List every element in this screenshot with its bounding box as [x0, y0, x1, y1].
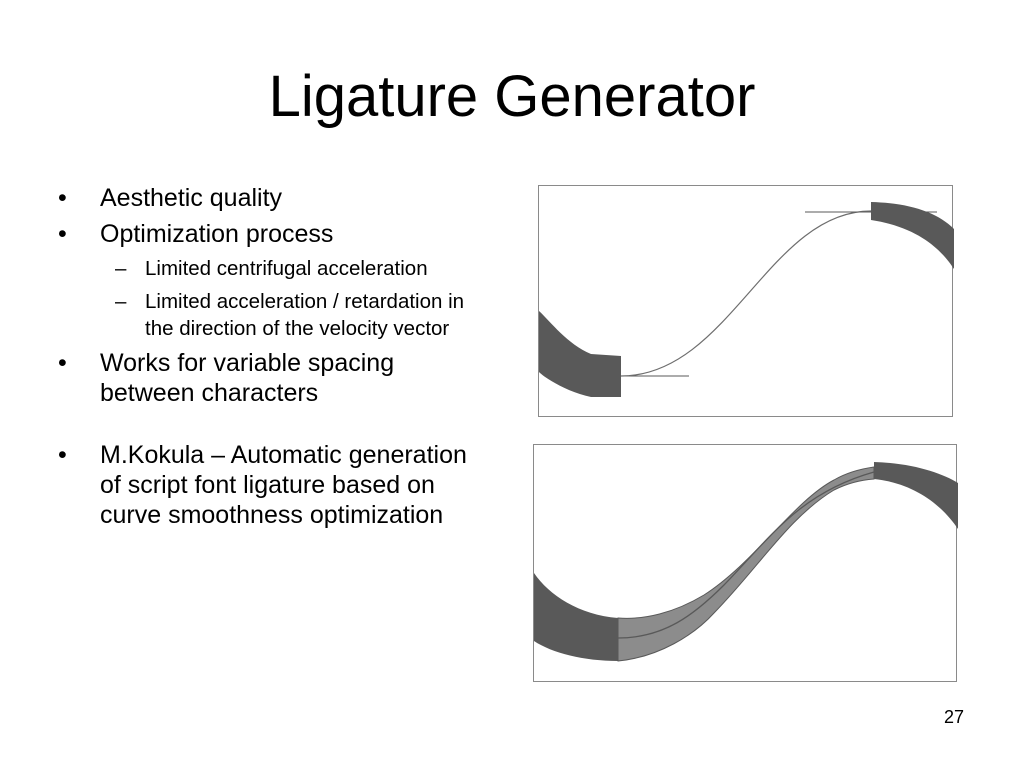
bullet-text: Aesthetic quality: [100, 184, 283, 212]
connecting-curve: [620, 210, 872, 377]
spacer: [58, 414, 488, 440]
bullet-marker: •: [58, 349, 67, 377]
bullet-marker: •: [58, 184, 67, 212]
page-number: 27: [943, 707, 964, 727]
bullet-text: Works for variable spacing between chara…: [100, 349, 395, 407]
sub-bullet-marker: –: [115, 257, 127, 280]
ligature-band-center-line: [617, 471, 875, 639]
sub-bullet-item: – Limited acceleration / retardation in …: [58, 288, 488, 342]
stroke-left-end: [534, 573, 618, 661]
bullet-list: • Aesthetic quality • Optimization proce…: [58, 183, 488, 536]
sub-bullet-text: Limited acceleration / retardation in th…: [145, 290, 465, 340]
ligature-curve-illustration: [539, 202, 954, 397]
bullet-text: M.Kokula – Automatic generation of scrip…: [100, 441, 467, 529]
bullet-marker: •: [58, 441, 67, 469]
bullet-marker: •: [58, 220, 67, 248]
slide-title: Ligature Generator: [268, 64, 756, 129]
bullet-item: • M.Kokula – Automatic generation of scr…: [58, 440, 488, 530]
bullet-text: Optimization process: [100, 220, 334, 248]
ligature-figure-band: [533, 444, 958, 682]
stroke-right-end: [874, 462, 958, 529]
sub-bullet-item: – Limited centrifugal acceleration: [58, 255, 488, 282]
bullet-item: • Optimization process: [58, 219, 488, 249]
sub-bullet-marker: –: [115, 290, 127, 313]
sub-bullet-text: Limited centrifugal acceleration: [145, 257, 428, 280]
bullet-item: • Works for variable spacing between cha…: [58, 348, 488, 408]
ligature-figure-curve: [538, 185, 954, 417]
stroke-right-end: [871, 202, 954, 269]
ligature-band-illustration: [534, 462, 958, 662]
ligature-band-fill: [617, 466, 875, 662]
stroke-left-end: [539, 311, 621, 397]
bullet-item: • Aesthetic quality: [58, 183, 488, 213]
